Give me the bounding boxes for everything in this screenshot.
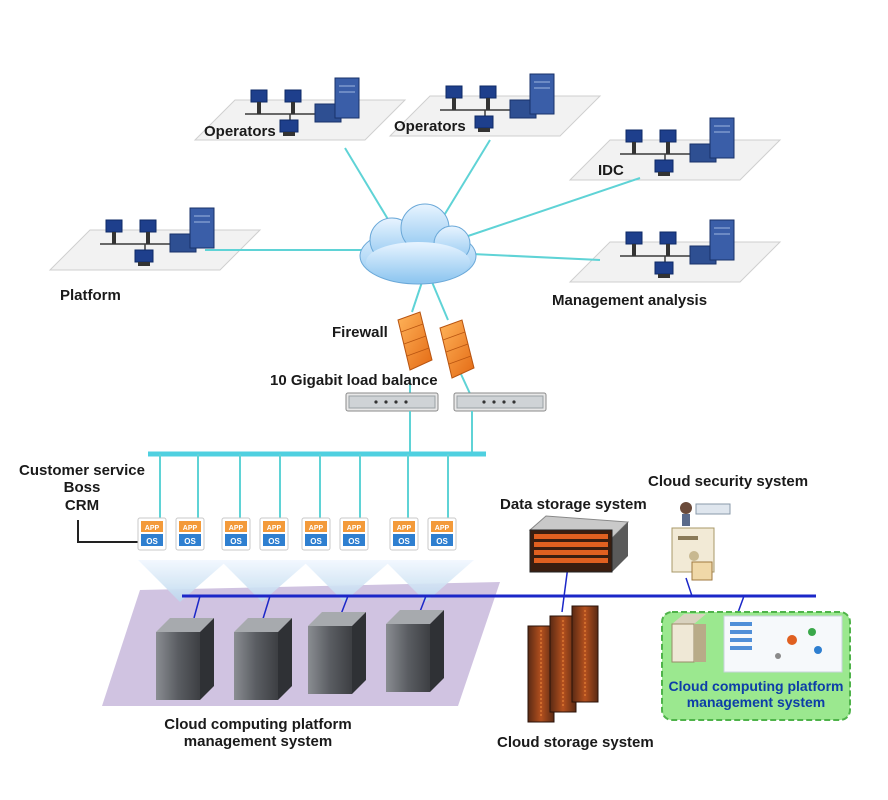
cloud-platform-box-line-1: Cloud computing platform: [668, 678, 844, 694]
app-tiles: APP OS APP OS APP OS APP OS APP OS APP OS APP OS APP OS: [137, 517, 457, 551]
load-balance-label: 10 Gigabit load balance: [270, 372, 438, 389]
idc-label: IDC: [598, 162, 624, 179]
app-label: APP: [229, 525, 244, 532]
server-2: [234, 618, 292, 700]
firewall-label: Firewall: [332, 324, 388, 341]
data-storage-icon: [528, 515, 630, 573]
os-label: OS: [310, 537, 322, 546]
customer-service-line-2: Boss: [63, 479, 101, 497]
operators-right-label: Operators: [394, 118, 466, 135]
os-label: OS: [230, 537, 242, 546]
app-label: APP: [145, 525, 160, 532]
customer-service-line-1: Customer service: [19, 462, 145, 479]
os-label: OS: [184, 537, 196, 546]
server-3: [308, 612, 366, 694]
cloud-security-icon: [671, 502, 731, 581]
os-label: OS: [398, 537, 410, 546]
app-os-tile-7: APP OS: [389, 517, 419, 551]
management-analysis-lan: [569, 219, 781, 283]
app-os-tile-3: APP OS: [221, 517, 251, 551]
cloud-platform-main-label: Cloud computing platform management syst…: [148, 716, 368, 751]
management-analysis-label: Management analysis: [552, 292, 708, 309]
lb-links: [409, 411, 473, 454]
app-label: APP: [397, 525, 412, 532]
app-label: APP: [309, 525, 324, 532]
operators-left-label: Operators: [204, 123, 276, 140]
cloud-storage-icon: [527, 605, 599, 723]
firewall-icon: [397, 311, 475, 379]
app-os-tile-2: APP OS: [175, 517, 205, 551]
load-balancer-left: [345, 392, 439, 412]
server-1: [156, 618, 214, 700]
customer-service-connector: [77, 520, 142, 543]
os-label: OS: [348, 537, 360, 546]
app-os-tile-8: APP OS: [427, 517, 457, 551]
os-label: OS: [436, 537, 448, 546]
app-label: APP: [267, 525, 282, 532]
os-label: OS: [268, 537, 280, 546]
cloud-storage-label: Cloud storage system: [497, 734, 654, 751]
load-balancer-right: [453, 392, 547, 412]
app-label: APP: [347, 525, 362, 532]
vm-funnels: [138, 560, 474, 602]
app-os-tile-6: APP OS: [339, 517, 369, 551]
app-label: APP: [435, 525, 450, 532]
customer-service-line-3: CRM: [64, 496, 100, 514]
os-label: OS: [146, 537, 158, 546]
cloud-platform-box-line-2: management system: [686, 694, 826, 711]
cyan-bus: [148, 451, 486, 520]
cloud-security-label: Cloud security system: [648, 473, 809, 490]
app-os-tile-4: APP OS: [259, 517, 289, 551]
cloud-links: [205, 139, 641, 399]
internet-cloud-icon: [359, 203, 477, 285]
cloud-platform-box-label: Cloud computing platform management syst…: [662, 678, 850, 710]
app-os-tile-5: APP OS: [301, 517, 331, 551]
data-storage-label: Data storage system: [500, 496, 647, 513]
customer-service-label: Customer service Boss CRM: [14, 462, 150, 514]
cloud-platform-main-line-2: management system: [183, 733, 333, 751]
cloud-platform-main-line-1: Cloud computing platform: [164, 716, 352, 733]
server-4: [386, 610, 444, 692]
app-label: APP: [183, 525, 198, 532]
app-os-tile-1: APP OS: [137, 517, 167, 551]
platform-label: Platform: [60, 287, 121, 304]
platform-lan: [49, 207, 261, 271]
green-platform-box: [661, 611, 851, 721]
